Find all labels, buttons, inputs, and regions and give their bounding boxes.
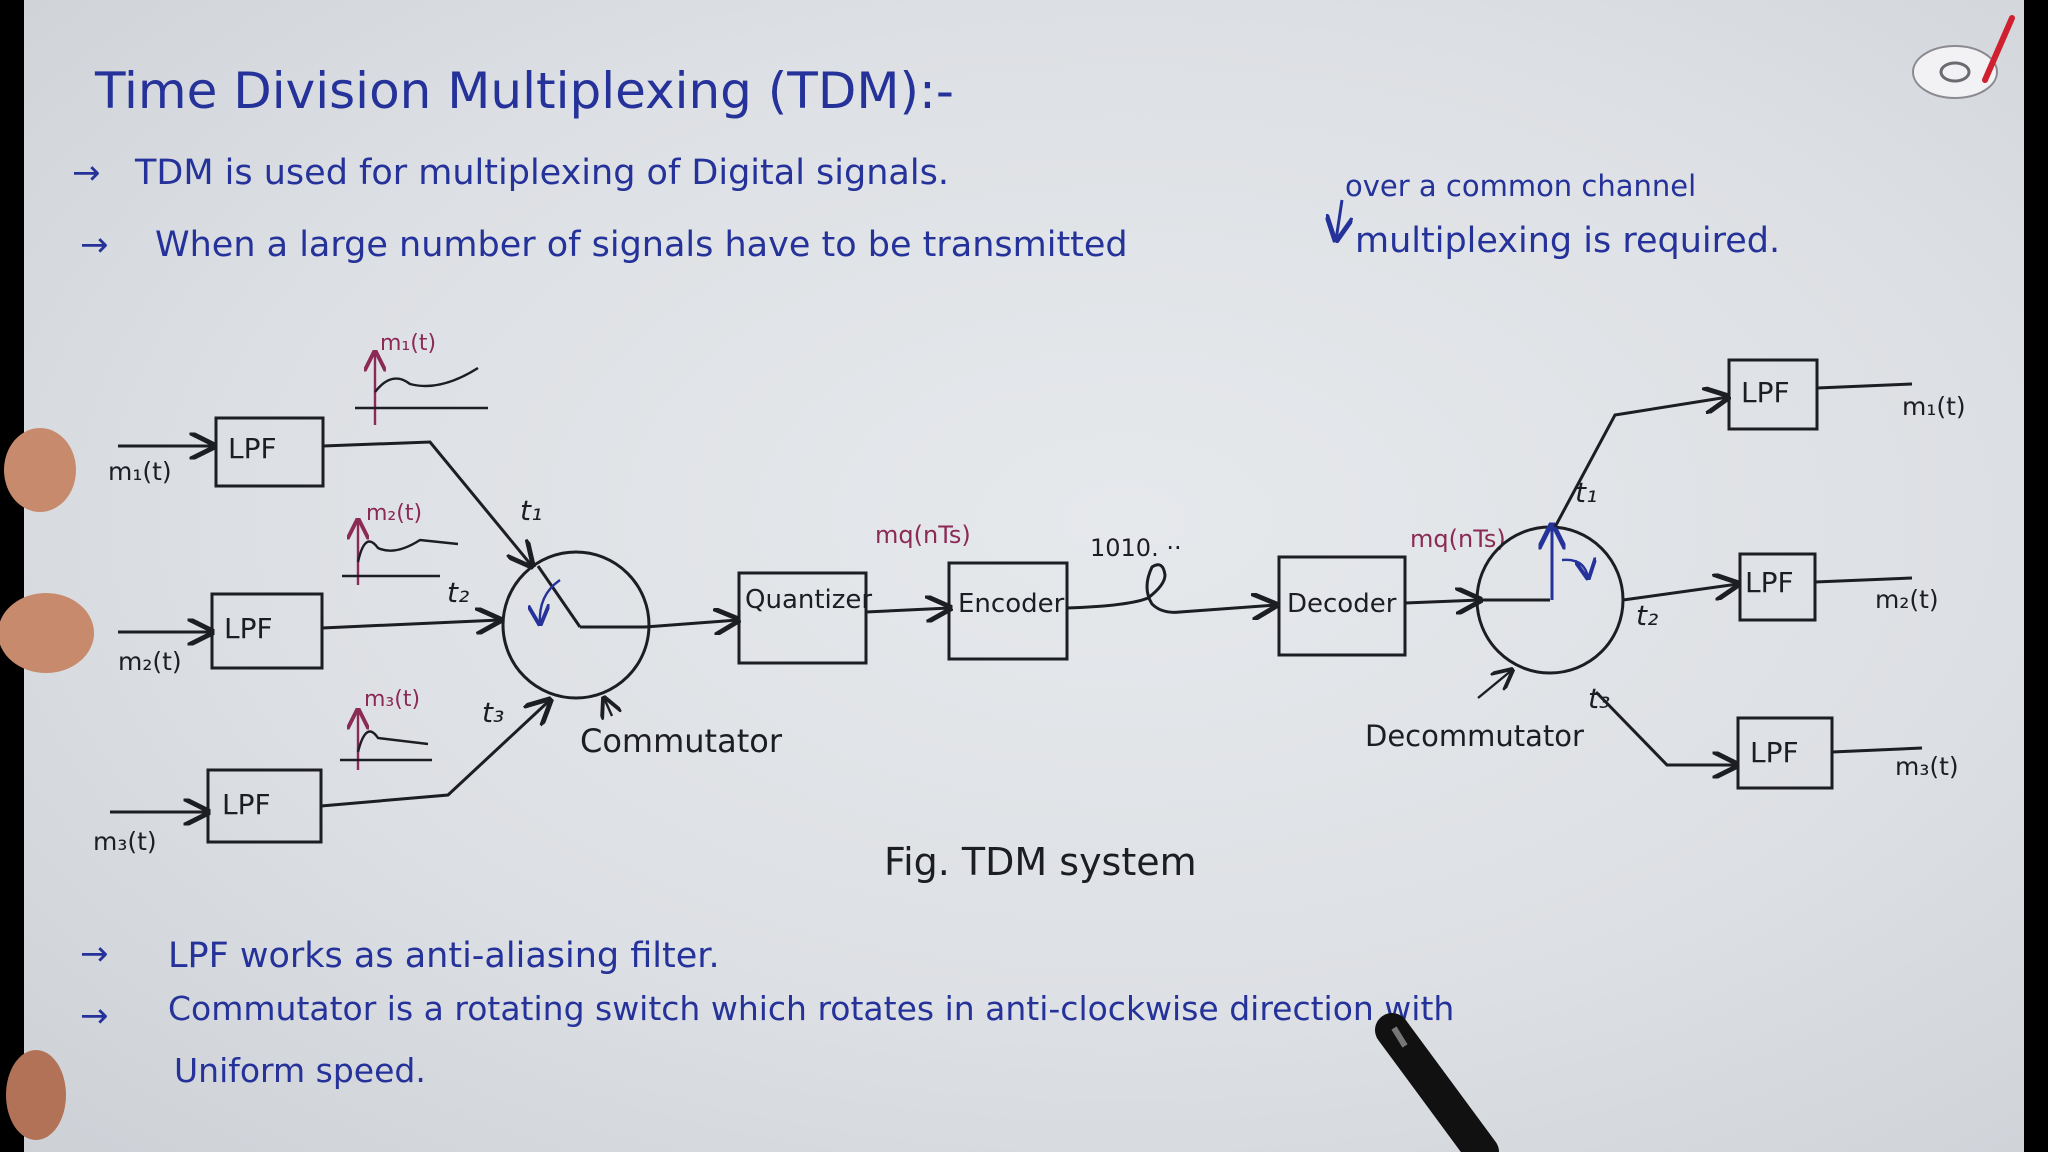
commutator-label: Commutator	[580, 722, 783, 760]
inset-waveform-1: m₁(t)	[355, 331, 488, 425]
bottom-bullet-text-1: LPF works as anti-aliasing filter.	[168, 936, 720, 976]
inset-waveform-3: m₃(t)	[340, 687, 432, 770]
commutator-circle	[501, 550, 651, 700]
rx-line-2	[1622, 584, 1738, 602]
pen-icon	[1375, 1013, 1499, 1152]
quantizer-box	[737, 571, 868, 665]
bullet-text-2: When a large number of signals have to b…	[155, 225, 1128, 265]
tx-line-2	[321, 620, 500, 628]
inset-label-1: m₁(t)	[380, 331, 436, 356]
decoder-box	[1277, 555, 1407, 657]
insert-caret	[1336, 199, 1342, 240]
inset-waveform-2: m₂(t)	[342, 501, 459, 585]
line-to-encoder	[865, 608, 950, 612]
commutator-pointer	[604, 698, 612, 716]
lpf-label-rx-3: LPF	[1750, 736, 1799, 769]
tx-time-2: t₂	[447, 576, 469, 609]
output-label-2: m₂(t)	[1875, 585, 1939, 614]
lpf-label-rx-1: LPF	[1741, 376, 1790, 409]
rotation-arrow-icon	[540, 579, 561, 624]
line-to-quantizer	[644, 620, 738, 627]
tx-line-1	[322, 440, 532, 566]
rx-out-3	[1831, 746, 1923, 754]
encoder-label: Encoder	[958, 589, 1065, 619]
line-to-decommutator	[1404, 600, 1480, 603]
decommutator-pointer	[1477, 670, 1512, 699]
bullet-text-2-tail: multiplexing is required.	[1355, 221, 1780, 261]
bottom-bullet-text-2: Commutator is a rotating switch which ro…	[168, 989, 1454, 1028]
rx-line-1	[1553, 397, 1728, 528]
lpf-label-rx-2: LPF	[1745, 566, 1794, 599]
tx-time-3: t₃	[482, 696, 504, 729]
input-label-3: m₃(t)	[93, 827, 157, 856]
commutator-arm	[536, 565, 582, 628]
lpf-box-rx-2	[1738, 552, 1817, 622]
decommutator-rotation-icon	[1561, 560, 1588, 578]
lpf-label-tx-2: LPF	[224, 612, 273, 645]
output-label-1: m₁(t)	[1902, 392, 1966, 421]
bullet-text-1: TDM is used for multiplexing of Digital …	[134, 153, 949, 193]
bullet-arrow-1: →	[72, 153, 101, 193]
tx-line-3	[320, 700, 550, 808]
bottom-bullet-arrow-1: →	[80, 934, 109, 974]
input-label-1: m₁(t)	[108, 457, 172, 486]
rx-time-3: t₃	[1588, 682, 1610, 715]
page-title: Time Division Multiplexing (TDM):-	[94, 62, 954, 120]
inset-label-2: m₂(t)	[366, 501, 422, 526]
channel-line	[1066, 563, 1276, 613]
bullet-arrow-2: →	[80, 225, 109, 265]
lpf-box-tx-2	[210, 592, 324, 670]
mq-label-rx: mq(nTs)	[1410, 525, 1506, 553]
bottom-bullet-arrow-2: →	[80, 996, 109, 1036]
lpf-box-rx-1	[1727, 358, 1819, 431]
bits-label: 1010. ··	[1090, 534, 1182, 562]
channel-logo	[1912, 15, 2015, 99]
mq-label-tx: mq(nTs)	[875, 521, 971, 549]
decoder-label: Decoder	[1287, 589, 1397, 619]
rx-out-2	[1814, 576, 1913, 584]
bottom-bullet-text-2-cont: Uniform speed.	[174, 1051, 426, 1090]
input-label-2: m₂(t)	[118, 647, 182, 676]
decommutator-label: Decommutator	[1365, 719, 1584, 753]
inset-label-3: m₃(t)	[364, 687, 420, 712]
rx-time-2: t₂	[1636, 599, 1658, 632]
lpf-label-tx-3: LPF	[222, 788, 271, 821]
rx-out-1	[1816, 382, 1913, 390]
rx-time-1: t₁	[1575, 476, 1597, 509]
lpf-box-tx-1	[214, 416, 325, 488]
lpf-label-tx-1: LPF	[228, 432, 277, 465]
lpf-box-rx-3	[1736, 716, 1834, 790]
quantizer-label: Quantizer	[745, 585, 872, 615]
tx-time-1: t₁	[520, 494, 542, 527]
rx-line-3	[1594, 690, 1737, 765]
figure-caption: Fig. TDM system	[884, 840, 1197, 884]
hand-fingers	[0, 428, 94, 1140]
insert-text: over a common channel	[1345, 169, 1696, 203]
encoder-box	[947, 561, 1069, 661]
output-label-3: m₃(t)	[1895, 752, 1959, 781]
